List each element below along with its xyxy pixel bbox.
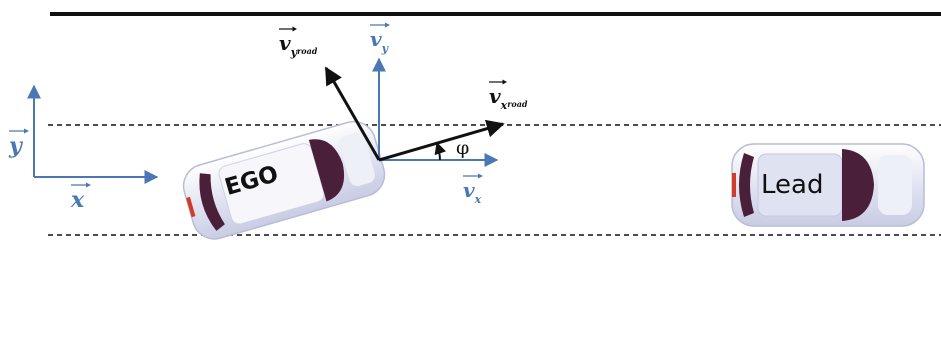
vector-arrow-icon [489, 79, 507, 85]
vx-road-vector [378, 119, 505, 162]
ego-car [182, 120, 386, 240]
vector-arrow-icon [279, 26, 297, 32]
angle-arc [434, 141, 447, 161]
global-y-label: y [9, 128, 29, 157]
vx-road-label: vxroad [489, 79, 528, 111]
vy-road-vector [324, 66, 381, 161]
angle-label: φ [456, 137, 470, 159]
global-x-label: x [71, 182, 91, 211]
vector-arrow-icon [370, 22, 390, 28]
lead-car [731, 143, 925, 227]
vector-arrow-icon [463, 173, 483, 179]
lead-car-label: Lead [761, 170, 824, 200]
vy-road-label: vyroad [279, 26, 317, 58]
vy-label: vy [370, 22, 390, 54]
vector-arrow-icon [71, 182, 91, 188]
vector-arrow-icon [9, 128, 29, 134]
vx-label: vx [463, 173, 483, 205]
